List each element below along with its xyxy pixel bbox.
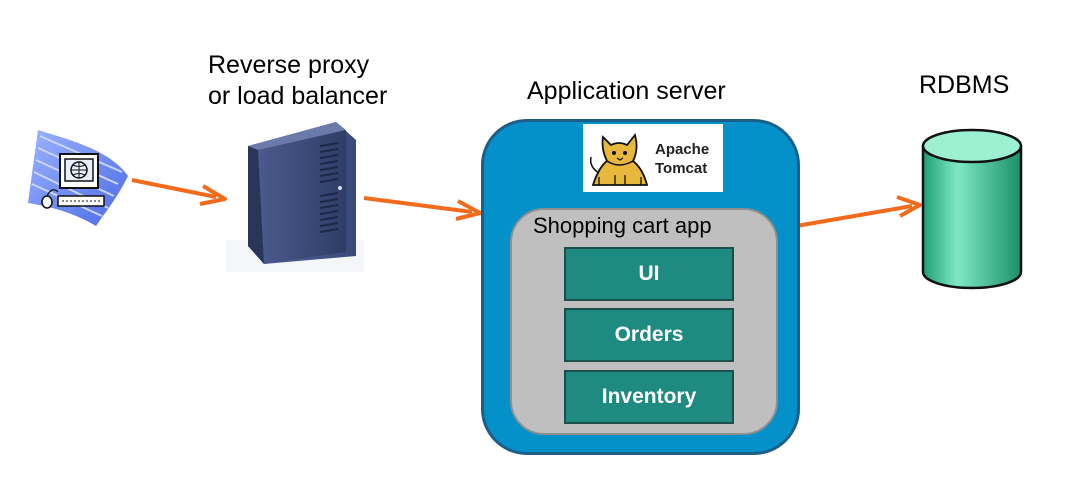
database-cylinder-icon: [921, 128, 1023, 290]
app-server-label: Application server: [527, 77, 726, 105]
proxy-label-line1: Reverse proxy: [208, 51, 370, 79]
module-inventory: Inventory: [564, 370, 734, 424]
tomcat-wordmark: Apache Tomcat: [655, 140, 721, 178]
module-ui: UI: [564, 247, 734, 301]
arrow-proxy-to-app-server: [363, 196, 482, 221]
rdbms-label: RDBMS: [919, 71, 1010, 99]
arrow-client-to-proxy: [131, 178, 227, 206]
proxy-label-line2: or load balancer: [208, 82, 388, 110]
arrow-app-to-database: [778, 195, 922, 231]
tomcat-cat-icon: [589, 133, 649, 186]
tomcat-line1: Apache: [655, 141, 710, 158]
tomcat-line2: Tomcat: [655, 160, 708, 177]
client-computer-icon: [28, 130, 128, 226]
shopping-cart-app-label: Shopping cart app: [533, 213, 712, 238]
tomcat-logo: Apache Tomcat: [583, 124, 723, 192]
proxy-label: Reverse proxy or load balancer: [208, 50, 428, 112]
server-tower-icon: [226, 122, 364, 272]
module-orders: Orders: [564, 308, 734, 362]
